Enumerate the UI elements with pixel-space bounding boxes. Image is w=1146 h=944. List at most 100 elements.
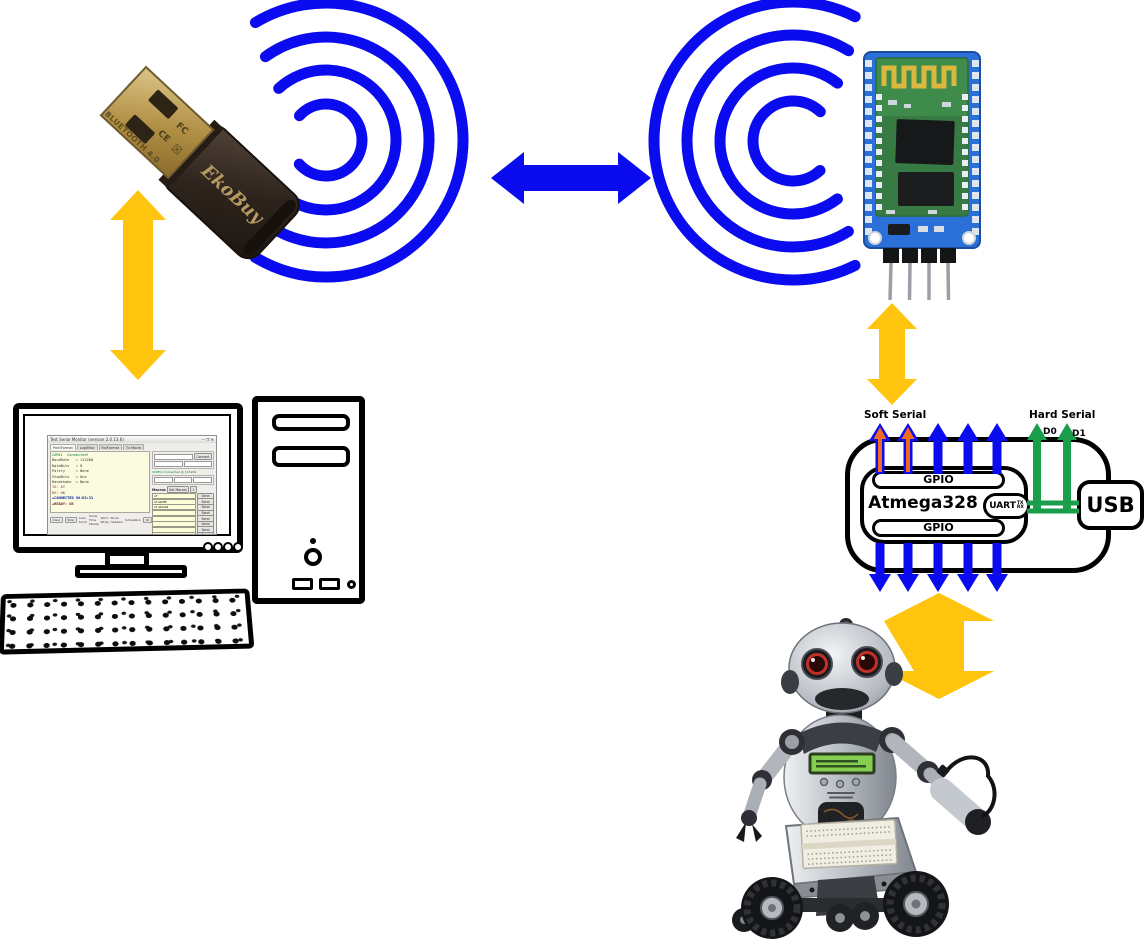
macro-field: AT+NAME: [152, 498, 196, 505]
monitor-button: [223, 542, 233, 552]
macro-row: Send: [152, 531, 214, 534]
macros-label: Macros: [152, 487, 166, 492]
usb-slot: [148, 90, 178, 119]
baud-dropdown: [154, 461, 183, 467]
drive-bay: [272, 414, 350, 431]
parity-dropdown: [173, 477, 193, 483]
bc417-chip: [895, 119, 955, 165]
front-usb-port: [319, 578, 340, 590]
wireless-signal-right: [648, 0, 938, 286]
macro-page-button: 1: [190, 486, 198, 493]
stopbits-dropdown: [193, 477, 213, 483]
wordwrap-checkbox: Word Wrap: [100, 516, 109, 524]
usb-slot: [125, 114, 155, 144]
tool-cable: [944, 755, 997, 818]
robot: [732, 618, 997, 939]
robot-torso: [783, 714, 897, 840]
soft-serial-label: Soft Serial: [864, 409, 927, 421]
terminal-tabs: Port/Format Log/Misc Rx/Format Tx Macro: [48, 443, 216, 450]
clear-button: Clear: [50, 517, 63, 523]
simulation-label: Simulation: [124, 518, 141, 522]
monitor-button: [213, 542, 223, 552]
macro-field: AT: [152, 493, 196, 500]
connect-button: Connect: [193, 453, 212, 460]
usb-bluetooth-dongle: EkoBuy FC CE ☒ BLUETOOTH 4.0: [99, 65, 300, 260]
uart-label: UART: [989, 501, 1016, 511]
terminal-title: Test Serial Monitor (version 2.0.13.6): [50, 437, 124, 442]
serial-terminal-window: Test Serial Monitor (version 2.0.13.6) ─…: [47, 435, 217, 535]
macro-field: AT+BAUD4: [152, 504, 196, 511]
mcu-name: Atmega328: [868, 493, 978, 513]
format-dropdown: [183, 461, 212, 467]
headers-checkbox: Show Headers: [110, 516, 123, 524]
monitor-screen: Test Serial Monitor (version 2.0.13.6) ─…: [23, 414, 231, 536]
timestamp-checkbox: Show Time Stamp: [88, 514, 99, 526]
tab-tx-macro: Tx Macro: [122, 444, 145, 450]
header-pins: [883, 248, 956, 301]
bluetooth-link-arrow: [491, 152, 651, 204]
pin-d0-label: D0: [1043, 427, 1057, 437]
tab-rx-format: Rx/Format: [98, 444, 122, 450]
robot-eyes: [801, 646, 883, 680]
audio-jack: [347, 580, 356, 589]
hard-serial-label: Hard Serial: [1029, 409, 1096, 421]
robot-lcd-display: [808, 752, 876, 775]
power-button: [304, 548, 322, 566]
port-settings-group: [152, 475, 214, 485]
pc-tower: [252, 396, 365, 604]
gpio-bottom-bar: GPIO: [872, 519, 1005, 537]
usb-box: USB: [1077, 480, 1144, 530]
terminal-log-area: COM11 Connected! BaudRate = 115200 DataB…: [50, 451, 150, 513]
right-wheel: [883, 871, 949, 937]
set-macros-button: Set Macros: [166, 486, 190, 493]
macro-field: [152, 532, 196, 534]
robot-base: [732, 871, 949, 939]
robot-left-arm: [736, 729, 805, 842]
pc-monitor: Test Serial Monitor (version 2.0.13.6) ─…: [13, 403, 243, 553]
hc05-bluetooth-module: [863, 51, 981, 301]
macro-field: [152, 510, 196, 517]
chest-button: [851, 777, 861, 787]
chest-button: [835, 779, 845, 789]
robot-right-arm: [879, 727, 997, 835]
terminal-right-panel: Connect COM11 Connected @ 115200: [152, 451, 214, 534]
yellow-arrow-dongle-pc: [110, 190, 166, 380]
pin-d1-label: D1: [1072, 429, 1086, 439]
robot-head: [781, 618, 903, 714]
autoscroll-checkbox: Auto Scroll: [78, 516, 87, 524]
databits-dropdown: [154, 477, 173, 483]
flash-chip: [898, 172, 954, 206]
wireless-signal-left: [183, 0, 469, 283]
pc-keyboard: [0, 588, 255, 655]
rx-label: RX: [1016, 505, 1024, 510]
stop-button: Stop: [64, 517, 77, 523]
macro-send-button: Send: [197, 531, 214, 534]
mounting-hole: [868, 231, 882, 245]
com-port-dropdown: [154, 453, 193, 460]
robot-ear: [781, 670, 799, 694]
macro-field: [152, 515, 196, 522]
uart-box: UART TX RX: [983, 493, 1030, 519]
tab-port-format: Port/Format: [50, 444, 76, 450]
antenna-trace: [881, 65, 957, 89]
macro-row: Send: [152, 520, 214, 528]
robot-ear: [885, 662, 903, 686]
simulation-value: 10: [142, 517, 152, 523]
macro-field: [152, 521, 196, 528]
window-control-buttons: ─ ❒ ✕: [202, 437, 214, 442]
terminal-bottom-controls: Clear Stop Auto Scroll Show Time Stamp W…: [50, 514, 152, 526]
yellow-arrow-module-mcu: [867, 303, 917, 405]
monitor-button: [203, 542, 213, 552]
com-port-group: Connect: [152, 451, 214, 469]
mounting-hole: [962, 231, 976, 245]
monitor-stand-base: [75, 565, 187, 578]
tab-log-misc: Log/Misc: [76, 444, 98, 450]
monitor-button: [233, 542, 243, 552]
power-led: [310, 538, 316, 544]
breadboard: [800, 818, 898, 870]
yellow-arrow-mcu-robot: [884, 593, 994, 699]
left-wheel: [741, 877, 803, 939]
macro-field: [152, 526, 196, 533]
connection-status: COM11 Connected @ 115200: [152, 470, 197, 474]
